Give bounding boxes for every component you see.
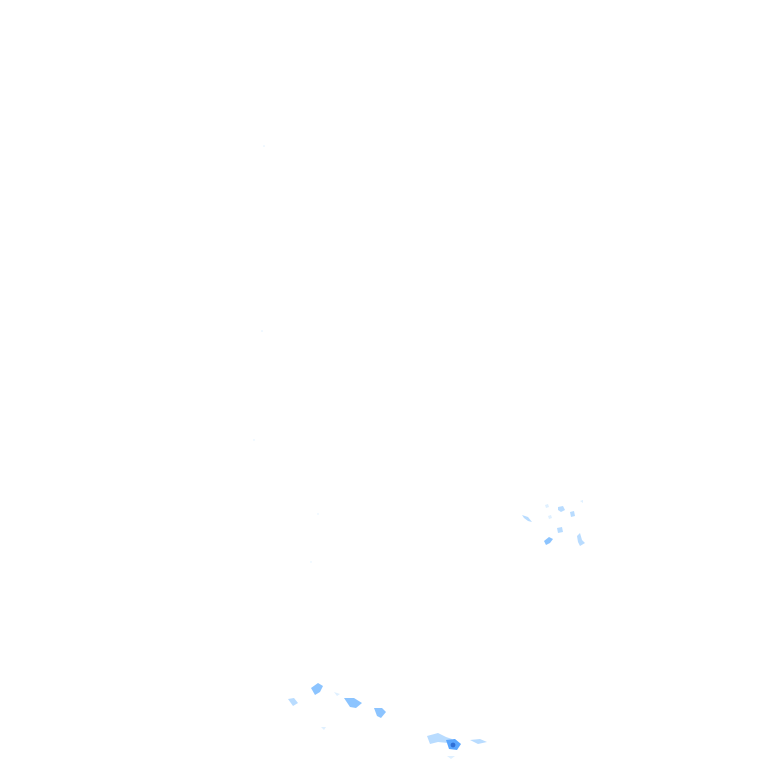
precip-cell	[427, 733, 452, 744]
precip-cell	[522, 515, 532, 522]
precip-cell	[548, 515, 552, 519]
precip-cell	[321, 727, 326, 730]
precip-core	[450, 742, 456, 748]
precip-cell	[311, 683, 323, 695]
precip-cell	[470, 739, 487, 744]
precip-cell	[447, 756, 455, 759]
precip-speck	[253, 439, 255, 441]
precip-cell	[580, 500, 583, 503]
precip-cell	[577, 533, 585, 546]
precip-cell	[570, 511, 575, 517]
stray-specks	[253, 145, 319, 563]
precip-cell	[557, 527, 563, 533]
precip-cell	[344, 698, 362, 708]
precip-cell	[545, 504, 549, 508]
precip-speck	[317, 513, 319, 515]
precip-speck	[310, 561, 312, 563]
precip-cluster-south	[288, 683, 487, 759]
precip-cell	[558, 506, 565, 512]
precip-cell	[334, 692, 340, 696]
precip-cell	[544, 537, 553, 545]
precip-speck	[263, 145, 265, 147]
precip-cluster-east	[522, 500, 585, 546]
precip-cell	[374, 708, 386, 718]
precip-speck	[261, 330, 263, 332]
precip-cell	[288, 698, 298, 706]
